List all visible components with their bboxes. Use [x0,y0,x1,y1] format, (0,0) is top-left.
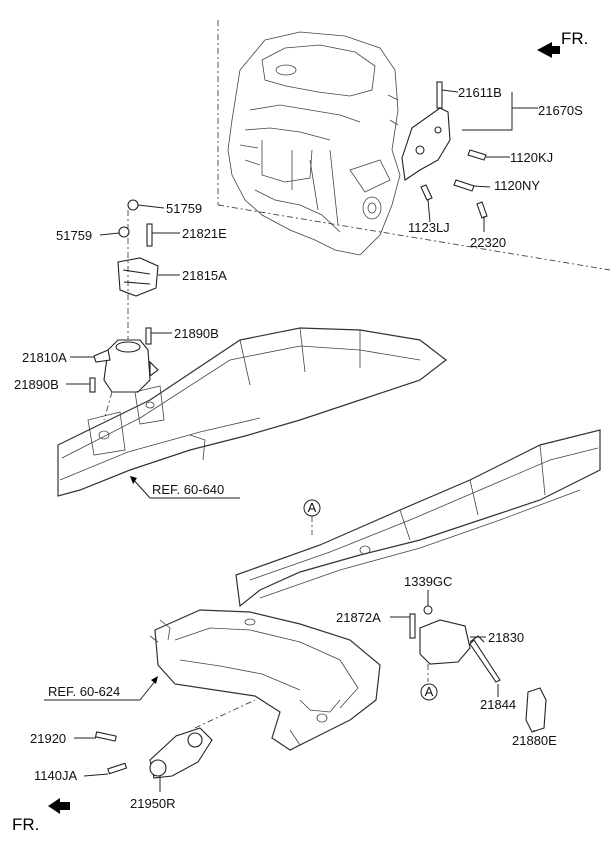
part-label-21872A: 21872A [336,610,381,625]
engine-region-boundary [217,20,611,271]
marker-a-upper: A [303,499,321,535]
part-label-21611B: 21611B [458,85,502,100]
torque-rod-assembly [74,699,256,792]
part-label-21950R: 21950R [130,796,176,811]
part-label-1120KJ: 1120KJ [510,150,553,165]
part-label-21815A: 21815A [182,268,227,283]
left-mount-assembly [66,199,180,421]
engine-bracket-assembly [401,81,513,232]
part-label-51759-top: 51759 [166,201,202,216]
part-label-1140JA: 1140JA [34,768,77,783]
lower-frame-rail [235,429,601,608]
direction-label-bottom: FR. [12,815,39,834]
front-direction-indicator-bottom: FR. [12,798,70,834]
part-label-21810A: 21810A [22,350,67,365]
right-mount-assembly [390,590,547,733]
part-label-21890B-bottom: 21890B [14,377,59,392]
part-label-1123LJ: 1123LJ [408,220,450,235]
direction-label-top: FR. [561,29,588,48]
reference-label-60-624: REF. 60-624 [48,684,120,699]
part-label-21830: 21830 [488,630,524,645]
reference-label-60-640: REF. 60-640 [152,482,224,497]
marker-a-lower-label: A [425,684,434,699]
marker-a-upper-label: A [308,500,317,515]
reference-60-640: REF. 60-640 [130,476,240,499]
front-direction-indicator-top: FR. [537,29,588,58]
marker-a-lower: A [420,683,438,701]
part-label-22320: 22320 [470,235,506,250]
part-label-21920: 21920 [30,731,66,746]
subframe [149,609,381,751]
upper-frame-rail [57,327,447,497]
part-label-51759-left: 51759 [56,228,92,243]
engine-block [227,31,401,256]
part-label-21670S: 21670S [538,103,583,118]
part-label-21880E: 21880E [512,733,557,748]
part-label-1120NY: 1120NY [494,178,540,193]
part-label-21890B-top: 21890B [174,326,219,341]
part-label-1339GC: 1339GC [404,574,452,589]
reference-60-624: REF. 60-624 [44,676,158,701]
part-label-21821E: 21821E [182,226,227,241]
part-label-21844: 21844 [480,697,516,712]
